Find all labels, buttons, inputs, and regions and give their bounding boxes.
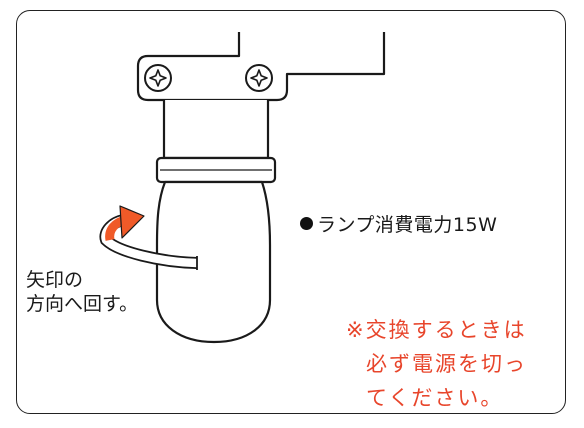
diagram-frame (16, 10, 566, 414)
bullet-icon (300, 217, 313, 230)
arrow-instruction-line-1: 矢印の (26, 269, 84, 291)
screw-icon (144, 64, 172, 92)
lamp-bulb (155, 180, 272, 344)
warning-line-1: ※交換するときは (346, 318, 527, 342)
mounting-bracket (136, 32, 386, 102)
warning-line-2: 必ず電源を切っ (366, 352, 527, 376)
arrow-instruction-line-2: 方向へ回す。 (26, 293, 139, 315)
lamp-wattage-text: ランプ消費電力15W (317, 214, 498, 236)
lamp-wattage-spec: ランプ消費電力15W (300, 210, 497, 237)
lamp-socket (155, 100, 277, 184)
screw-icon (245, 64, 273, 92)
rotation-arrow-icon (99, 205, 198, 270)
warning-line-3: てください。 (366, 386, 504, 410)
